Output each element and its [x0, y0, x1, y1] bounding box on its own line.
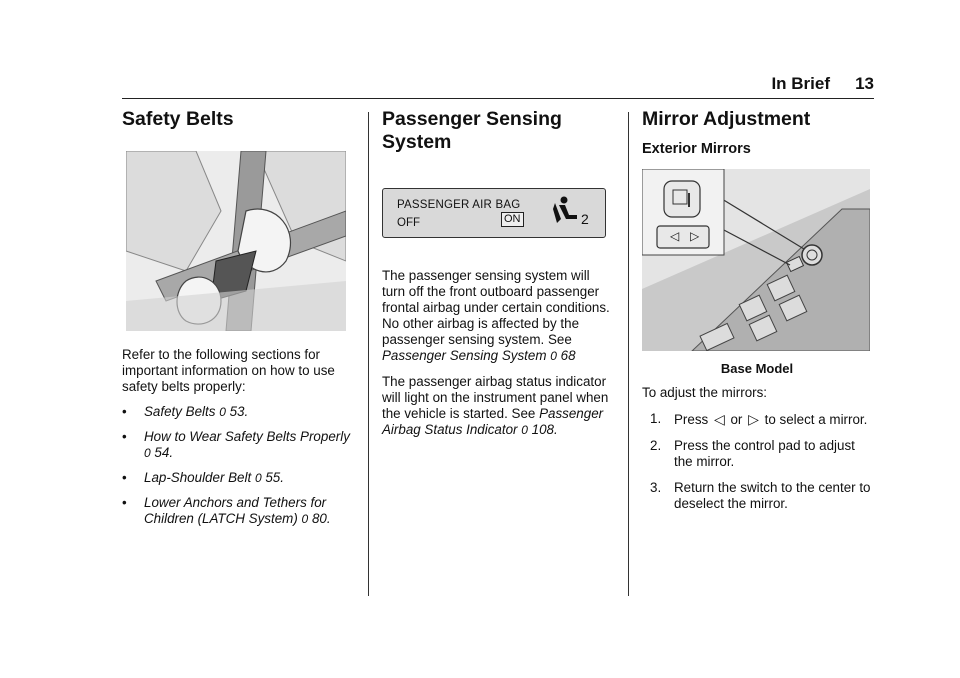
page-ref: 54. — [154, 445, 174, 460]
section-title: Passenger Sensing System — [382, 108, 562, 153]
arrow-icon: 0 — [550, 349, 557, 363]
reference-link[interactable]: Lap-Shoulder Belt — [144, 470, 252, 485]
page-ref: 53. — [229, 404, 249, 419]
mirror-control-illustration: ◁ ▷ — [641, 168, 871, 352]
reference-link[interactable]: Passenger Airbag Status Indicator — [382, 406, 604, 437]
airbag-passenger-icon — [553, 196, 577, 223]
page-number: 13 — [855, 74, 874, 93]
column-divider — [628, 112, 629, 596]
passenger-sensing-column: Passenger Sensing System PASSENGER AIR B… — [382, 108, 612, 438]
reference-link[interactable]: Lower Anchors and Tethers for Children (… — [144, 495, 327, 526]
page-ref: 108. — [531, 422, 558, 437]
mirror-adjustment-column: Mirror Adjustment Exterior Mirrors — [641, 108, 872, 522]
intro-text: Refer to the following sections for impo… — [122, 347, 335, 394]
description-text: The passenger sensing system will turn o… — [382, 268, 610, 363]
mirror-select-right-icon: ▷ — [690, 229, 700, 243]
steps-list: 1. Press ◁ or ▷ to select a mirror. 2. P… — [642, 411, 872, 512]
indicator-on-label: ON — [501, 212, 524, 227]
indicator-line1: PASSENGER AIR BAG — [397, 199, 521, 211]
figure-caption: Base Model — [720, 361, 794, 376]
lead-text: To adjust the mirrors: — [642, 385, 768, 400]
reference-link[interactable]: Safety Belts — [144, 404, 216, 419]
subsection-title: Exterior Mirrors — [642, 141, 751, 157]
mirror-left-glyph: ◁ — [713, 411, 725, 427]
section-name: In Brief — [771, 74, 830, 93]
safety-belts-column: Safety Belts Refer to the following sect… — [122, 108, 352, 527]
airbag-indicator-panel: PASSENGER AIR BAG OFF ON 2 — [382, 188, 606, 238]
indicator-line2: OFF — [397, 217, 420, 229]
reference-link[interactable]: How to Wear Safety Belts Properly — [144, 429, 350, 444]
mirror-right-glyph: ▷ — [748, 411, 759, 427]
seat-belt-icon — [125, 150, 347, 332]
list-item: • Lower Anchors and Tethers for Children… — [122, 495, 331, 526]
page-ref: 68 — [560, 348, 576, 363]
list-item: • Lap-Shoulder Belt 0 55. — [122, 470, 284, 485]
reference-link[interactable]: Passenger Sensing System — [382, 348, 547, 363]
arrow-icon: 0 — [301, 512, 309, 526]
list-item: 3. Return the switch to the center to de… — [650, 480, 871, 511]
seat-number: 2 — [581, 211, 589, 227]
column-divider — [368, 112, 369, 596]
description-text: The passenger airbag status indicator wi… — [382, 374, 609, 437]
arrow-icon: 0 — [521, 423, 528, 437]
arrow-icon: 0 — [144, 446, 151, 460]
list-item: 1. Press ◁ or ▷ to select a mirror. — [650, 411, 868, 427]
list-item: • Safety Belts 0 53. — [122, 404, 249, 419]
arrow-icon: 0 — [219, 405, 226, 419]
section-title: Safety Belts — [122, 108, 234, 130]
arrow-icon: 0 — [254, 471, 262, 485]
page-header: In Brief 13 — [122, 72, 874, 99]
safety-belt-illustration — [125, 150, 347, 332]
mirror-select-left-icon: ◁ — [670, 229, 680, 243]
section-title: Mirror Adjustment — [642, 108, 811, 130]
list-item: • How to Wear Safety Belts Properly 0 54… — [122, 429, 350, 460]
page-ref: 80. — [311, 511, 331, 526]
list-item: 2. Press the control pad to adjust the m… — [650, 438, 855, 469]
page-ref: 55. — [265, 470, 284, 485]
